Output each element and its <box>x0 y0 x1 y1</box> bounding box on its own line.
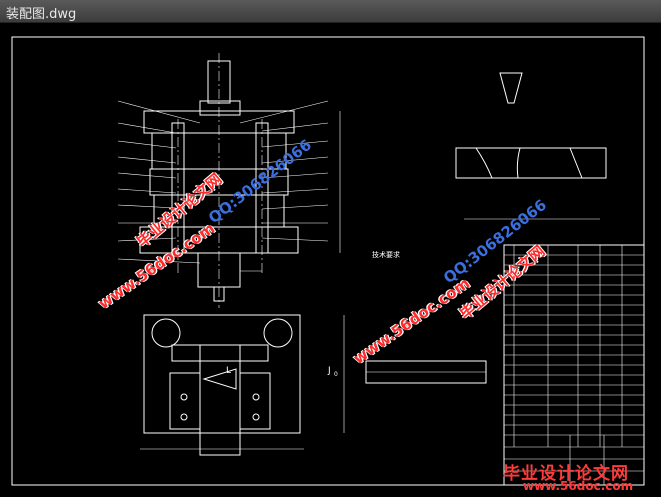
cad-drawing: 技术要求 L J 0 <box>11 36 645 486</box>
window-titlebar: 装配图.dwg <box>0 0 661 23</box>
dim-label-j-sub: 0 <box>334 371 338 378</box>
title-block-rows <box>504 245 644 485</box>
brand-url: www.56doc.com <box>523 479 634 493</box>
plan-view <box>143 314 301 434</box>
dim-label-l: L <box>226 366 231 376</box>
leader-lines-left <box>117 100 201 264</box>
detail-punch-tip <box>499 72 523 104</box>
brand-name: 毕业设计论文网 <box>503 464 629 484</box>
drawing-frame <box>11 36 645 486</box>
window-title: 装配图.dwg <box>6 7 77 22</box>
drawing-canvas[interactable]: 技术要求 L J 0 毕业设计论文网 www.56doc.com QQ:3068… <box>0 23 661 497</box>
brand-logo: 毕业设计论文网 www.56doc.com <box>497 457 661 497</box>
leader-lines-right <box>239 100 329 272</box>
tech-requirements-heading: 技术要求 <box>372 250 400 259</box>
dim-label-j: J <box>327 366 331 376</box>
strip-layout <box>455 147 607 179</box>
